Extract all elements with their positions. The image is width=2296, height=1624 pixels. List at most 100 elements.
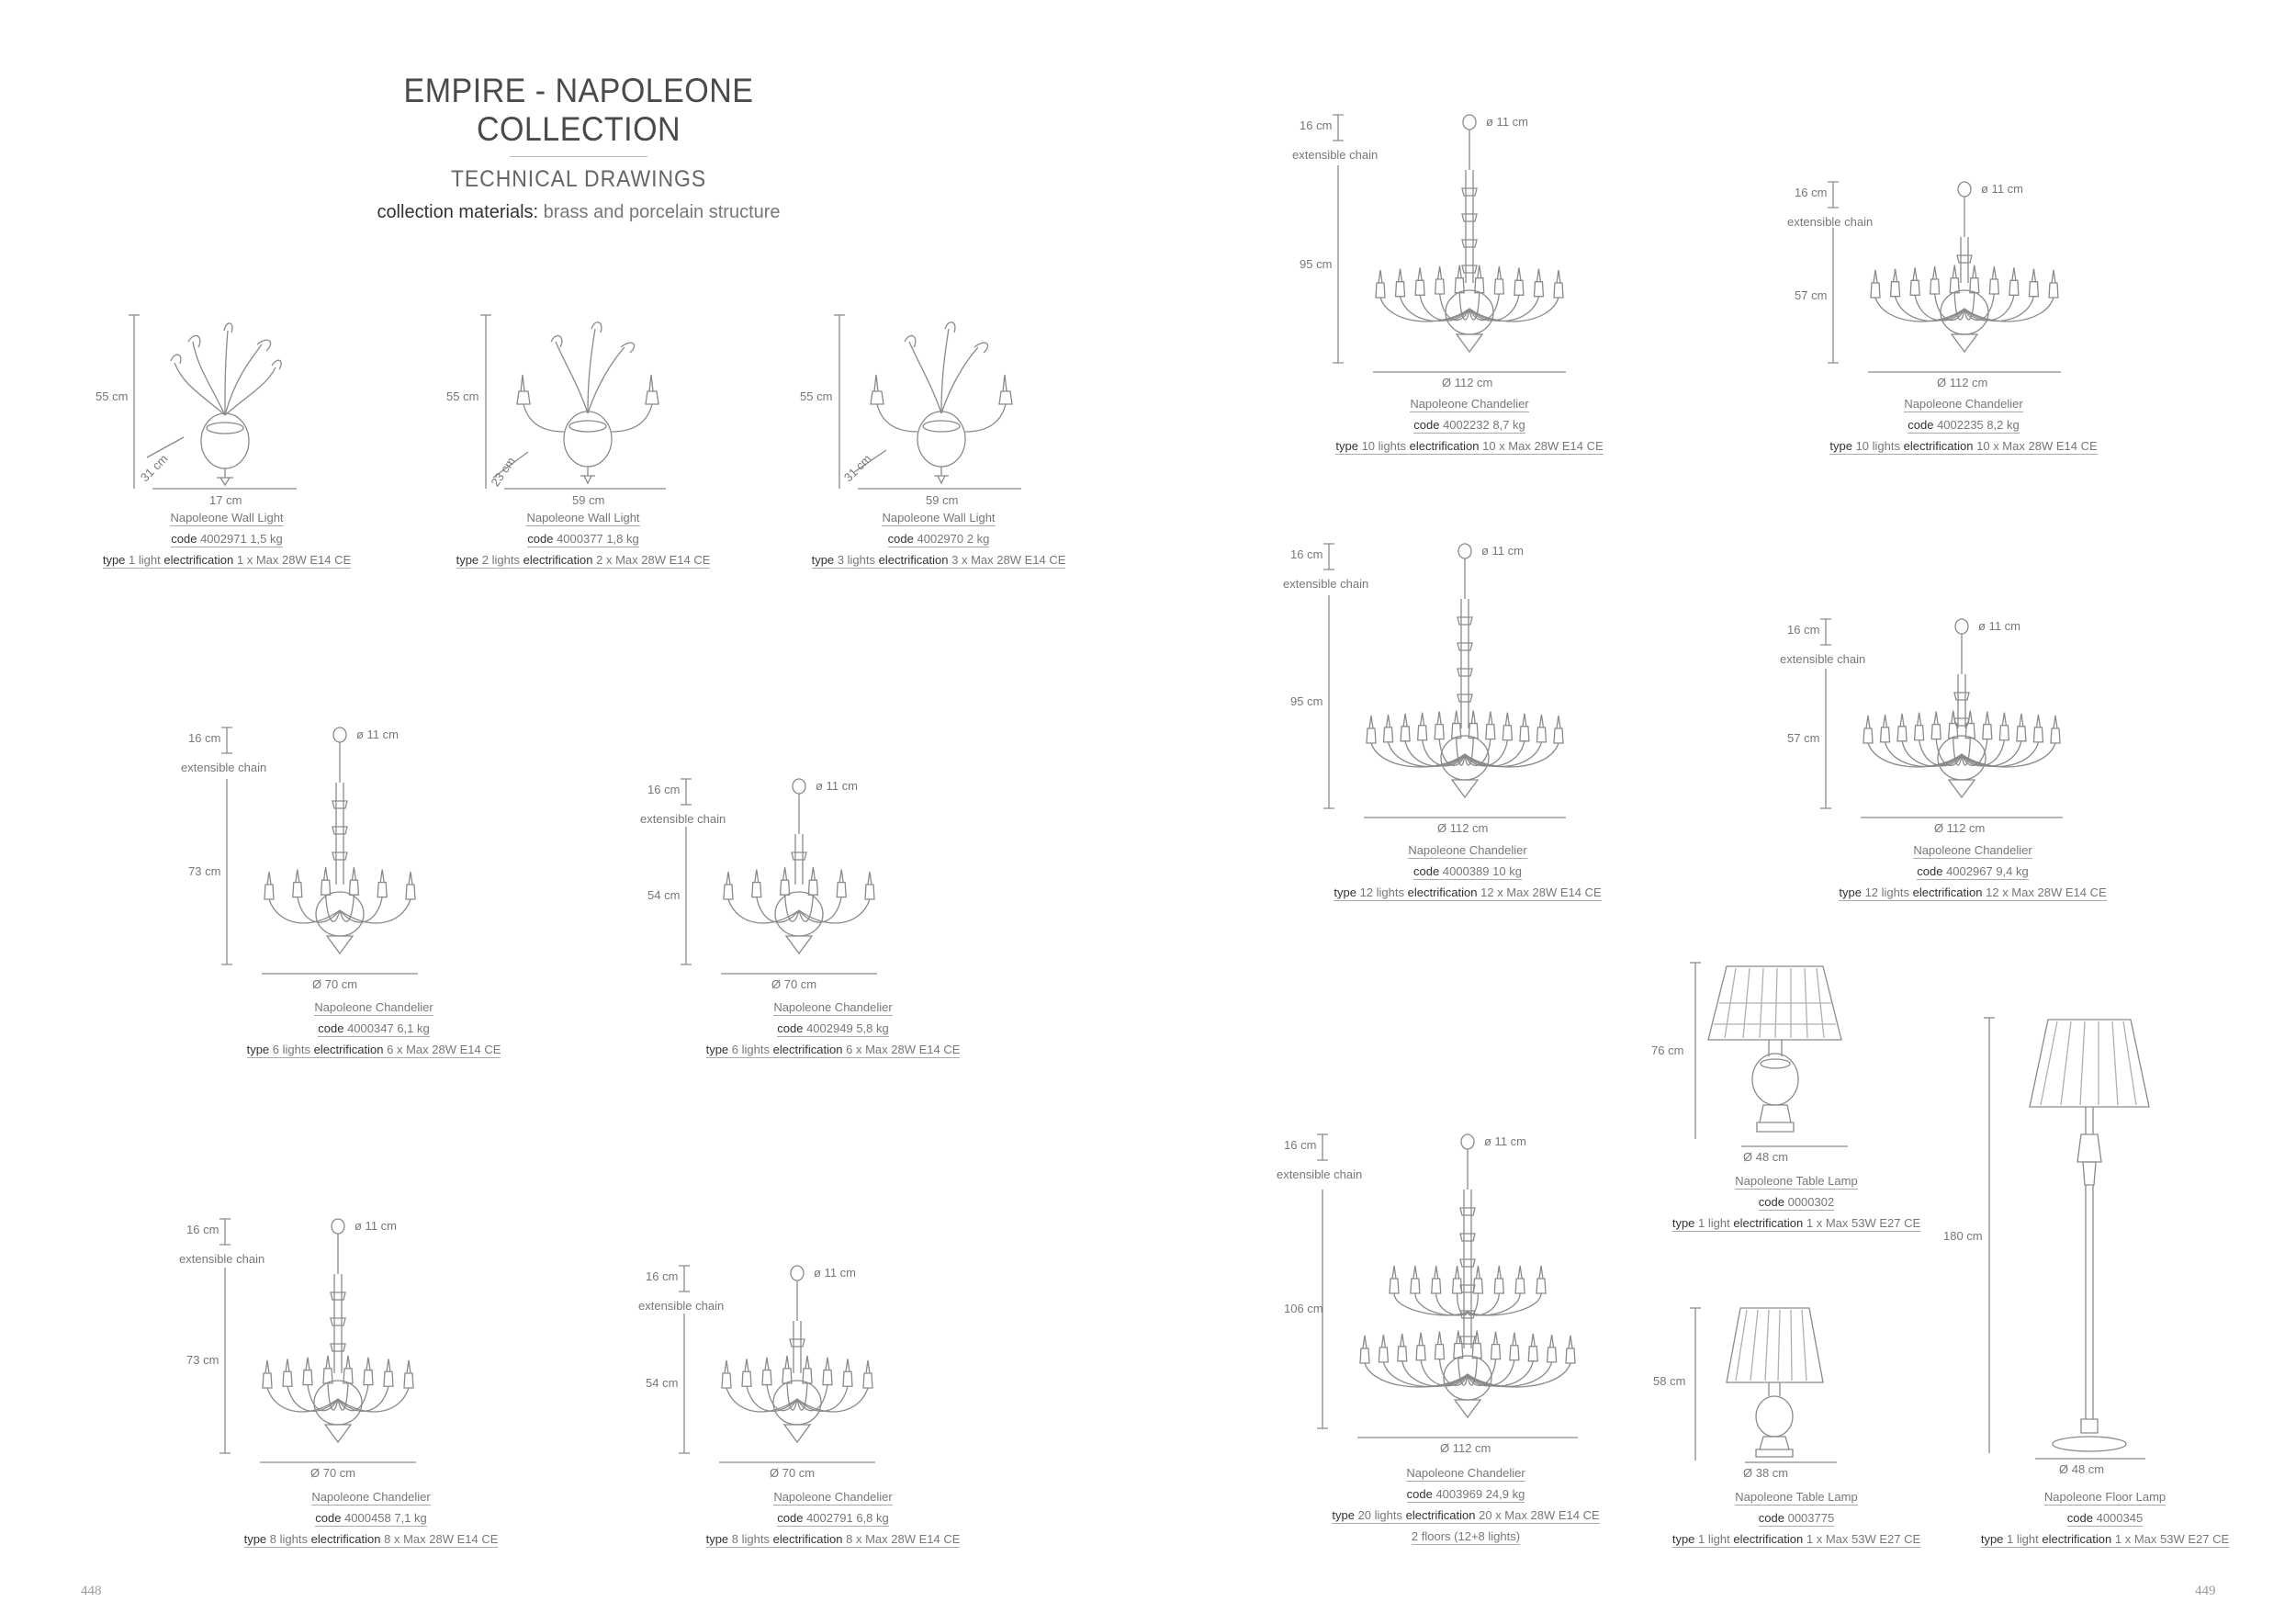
arm — [1456, 738, 1466, 766]
candle — [2016, 713, 2027, 742]
caption-code-row: code 4000377 1,8 kg — [418, 528, 748, 549]
arm — [1867, 742, 1963, 768]
product-code: 4002949 — [806, 1021, 853, 1035]
caption-name-row: Napoleone Chandelier — [1807, 840, 2138, 861]
stem-ornament — [1956, 254, 1973, 264]
candle — [721, 1359, 732, 1389]
extensible-chain-label: extensible chain — [1787, 215, 1874, 229]
product-weight: 8,2 kg — [1986, 418, 2020, 432]
stem-ornament — [330, 1291, 346, 1301]
finial — [323, 1424, 353, 1444]
product-type-line: type 8 lights electrification 8 x Max 28… — [243, 1532, 499, 1548]
arm — [1964, 295, 2015, 321]
product-electrification: 8 x Max 28W E14 CE — [846, 1532, 961, 1546]
canopy — [1460, 1133, 1475, 1150]
candle — [1416, 712, 1428, 741]
candle — [403, 1359, 414, 1389]
product-weight: 8,7 kg — [1492, 418, 1525, 432]
arm — [1469, 295, 1520, 321]
product-type-line: type 1 light electrification 1 x Max 28W… — [102, 553, 352, 569]
code-label: code — [1917, 864, 1943, 878]
height-dim-line — [1333, 165, 1344, 364]
candle — [1863, 715, 1874, 744]
arm — [1458, 1358, 1469, 1386]
product-name: Napoleone Chandelier — [311, 1490, 431, 1506]
product-code: 0000302 — [1787, 1195, 1835, 1209]
caption-type-row: type 2 lights electrification 2 x Max 28… — [418, 549, 748, 570]
arm — [1379, 297, 1470, 322]
product-electrification: 12 x Max 28W E14 CE — [1986, 885, 2107, 899]
dim-diameter: Ø 48 cm — [2059, 1462, 2105, 1476]
product-electrification: 12 x Max 28W E14 CE — [1480, 885, 1602, 899]
product-name: Napoleone Chandelier — [1410, 397, 1529, 412]
arm — [796, 1382, 808, 1411]
dim-height: 76 cm — [1651, 1043, 1684, 1057]
dim-canopy: ø 11 cm — [1486, 115, 1528, 129]
caption-name-row: Napoleone Chandelier — [206, 1486, 536, 1507]
stem-ornament — [332, 826, 348, 835]
code-label: code — [2066, 1511, 2093, 1525]
arm — [1953, 292, 1965, 321]
stem-ornament — [1461, 187, 1478, 197]
stem-ornament — [1953, 692, 1970, 701]
stem — [1460, 599, 1469, 728]
caption-name-row: Napoleone Chandelier — [668, 997, 998, 1018]
dim-diameter: Ø 70 cm — [771, 977, 817, 991]
floor-lamp-drawing — [1984, 1017, 2150, 1460]
arm — [726, 1387, 798, 1413]
candle — [1948, 710, 1959, 739]
candle — [363, 1357, 374, 1386]
dim-height: 95 cm — [1290, 694, 1323, 708]
dim-chain: 16 cm — [647, 783, 681, 796]
product-type: 1 light — [129, 553, 161, 567]
arm — [1370, 742, 1466, 768]
finial — [1453, 1399, 1482, 1419]
arm — [1387, 741, 1466, 768]
stem-ornament — [330, 1317, 346, 1326]
candle — [302, 1357, 313, 1386]
candle — [1414, 267, 1425, 296]
arm — [337, 1386, 389, 1412]
arm — [1469, 297, 1559, 322]
dim-height: 57 cm — [1787, 731, 1820, 745]
candle — [1514, 267, 1525, 296]
product-type: 20 lights — [1357, 1508, 1402, 1522]
caption-code-row: code 0003775 — [1631, 1507, 1962, 1528]
arm — [1467, 1360, 1534, 1387]
candle — [1434, 711, 1445, 740]
caption-type-row: type 10 lights electrification 10 x Max … — [1304, 435, 1635, 457]
candle — [1889, 268, 1901, 298]
candle — [320, 867, 332, 896]
caption-name-row: Napoleone Chandelier — [208, 997, 539, 1018]
candle — [1964, 710, 1975, 739]
arm — [1438, 739, 1466, 766]
canopy — [792, 778, 806, 795]
code-label: code — [1413, 418, 1440, 432]
arm — [766, 1384, 798, 1412]
chain-dim-line — [219, 1218, 231, 1246]
product-name: Napoleone Wall Light — [170, 511, 284, 526]
arm — [798, 898, 871, 924]
candle — [1434, 265, 1446, 295]
electrification-label: electrification — [1903, 439, 1974, 453]
arm — [798, 895, 815, 922]
product-weight: 6,1 kg — [397, 1021, 430, 1035]
candle — [2050, 715, 2061, 744]
dim-chain: 16 cm — [186, 1223, 219, 1236]
dim-height: 58 cm — [1653, 1374, 1686, 1388]
arm — [1884, 741, 1963, 768]
arm — [339, 897, 383, 923]
product-code-line: code 0003775 — [1758, 1511, 1835, 1527]
caption-code-row: code 4000347 6,1 kg — [208, 1018, 539, 1039]
candle — [864, 871, 875, 900]
porcelain-body — [313, 1380, 363, 1426]
candle — [1913, 712, 1925, 741]
type-label: type — [1332, 1508, 1355, 1522]
arm — [307, 1384, 339, 1412]
chain-dim-line — [1333, 114, 1344, 141]
electrification-label: electrification — [1912, 885, 1983, 899]
product-code-line: code 4003969 24,9 kg — [1406, 1487, 1525, 1503]
caption-type-row: type 6 lights electrification 6 x Max 28… — [208, 1039, 539, 1060]
